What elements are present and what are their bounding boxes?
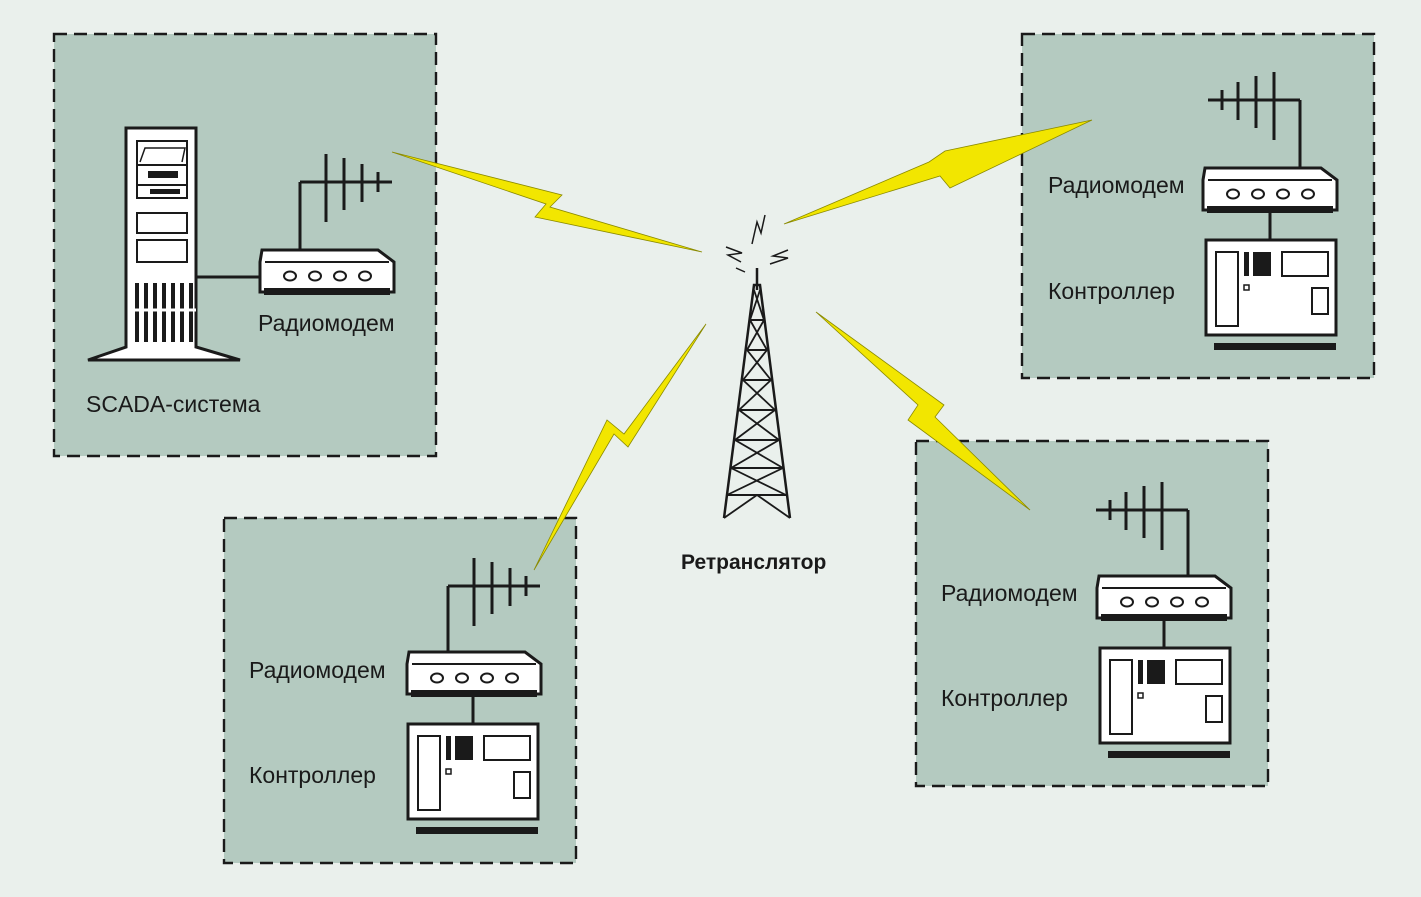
scada-modem-icon bbox=[258, 248, 396, 297]
top-right-modem-label: Радиомодем bbox=[1048, 172, 1185, 198]
server-icon bbox=[87, 126, 241, 362]
bottom-right-modem-label: Радиомодем bbox=[941, 580, 1078, 606]
site-top-right: Радиомодем Контроллер bbox=[1020, 32, 1376, 380]
top-right-modem-icon bbox=[1201, 166, 1339, 215]
radio-link-bottom-right bbox=[815, 311, 1031, 511]
bottom-left-modem-icon bbox=[405, 650, 543, 699]
bottom-left-controller-icon bbox=[406, 722, 540, 836]
scada-label: SCADA-система bbox=[86, 391, 261, 417]
radio-links bbox=[391, 119, 1093, 571]
bottom-right-controller-icon bbox=[1098, 646, 1232, 760]
bottom-right-controller-label: Контроллер bbox=[941, 685, 1068, 711]
bottom-left-controller-label: Контроллер bbox=[249, 762, 376, 788]
scada-site: Радиомодем SCADA-система bbox=[52, 32, 438, 458]
top-right-controller-label: Контроллер bbox=[1048, 278, 1175, 304]
repeater-tower-icon: Ретранслятор bbox=[681, 214, 826, 574]
radio-link-bottom-left bbox=[533, 323, 707, 571]
scada-site-box bbox=[52, 32, 438, 458]
site-bottom-left: Радиомодем Контроллер bbox=[222, 516, 578, 865]
bottom-left-modem-label: Радиомодем bbox=[249, 657, 386, 683]
site-bottom-right: Радиомодем Контроллер bbox=[914, 439, 1270, 788]
scada-modem-label: Радиомодем bbox=[258, 310, 395, 336]
bottom-right-modem-icon bbox=[1095, 574, 1233, 623]
radio-link-top-right bbox=[783, 119, 1093, 225]
top-right-controller-icon bbox=[1204, 238, 1338, 352]
repeater-label: Ретранслятор bbox=[681, 551, 826, 574]
radio-link-scada bbox=[391, 151, 703, 253]
